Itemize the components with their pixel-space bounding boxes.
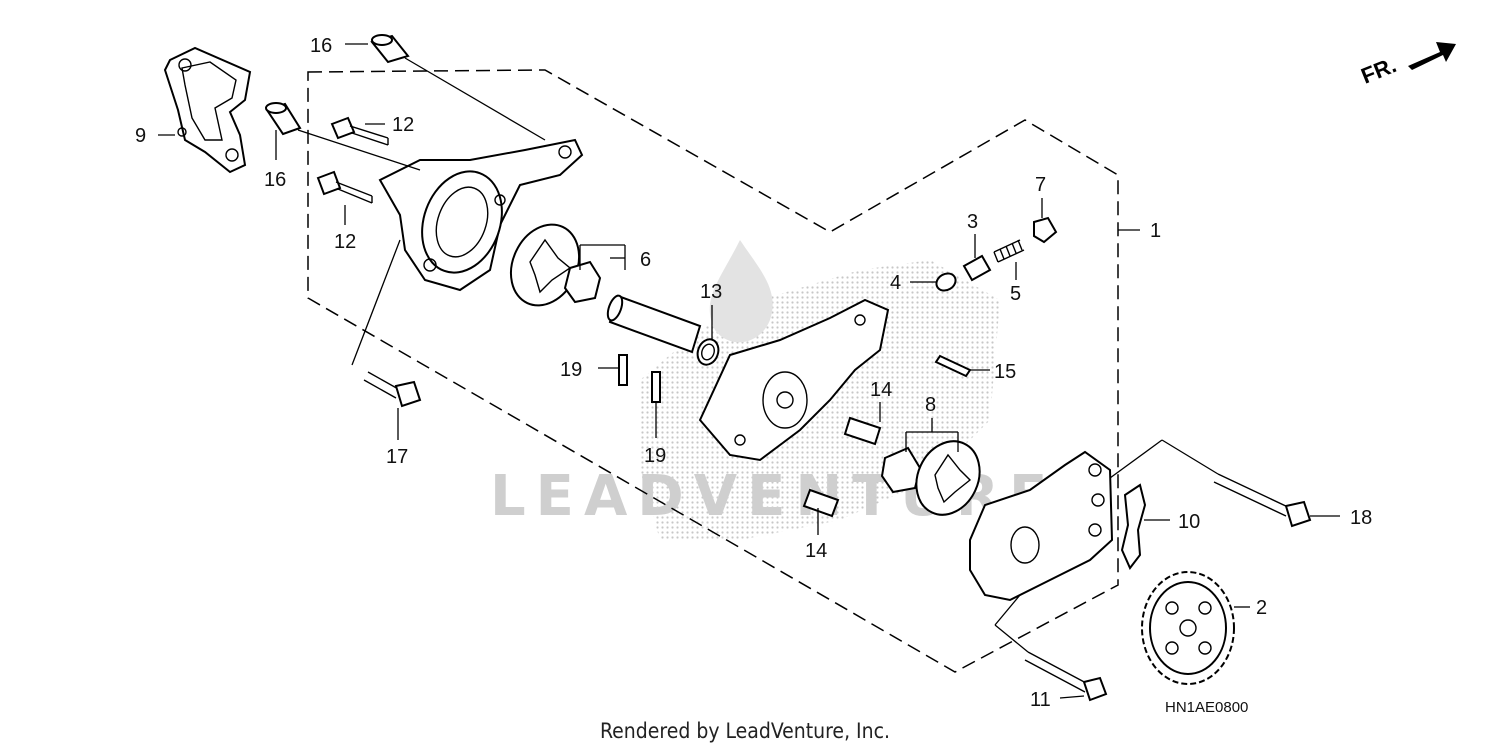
- leader-lines: [158, 43, 1340, 699]
- diagram-code: HN1AE0800: [1165, 699, 1248, 716]
- front-direction-label: FR.: [1358, 52, 1400, 88]
- callout-14-upper: 14: [870, 379, 892, 401]
- callout-17: 17: [386, 446, 408, 468]
- callout-11: 11: [1030, 689, 1051, 711]
- callout-3: 3: [967, 211, 978, 233]
- part-5-spring: [993, 239, 1025, 263]
- render-credit: Rendered by LeadVenture, Inc.: [600, 719, 890, 743]
- part-6-inner-rotor: [563, 260, 602, 304]
- callout-16-top: 16: [310, 35, 332, 57]
- part-14-dowel-lower: [802, 488, 840, 518]
- part-12-bolt-bottom: [316, 170, 373, 204]
- part-7-cap: [1033, 216, 1058, 244]
- part-14-dowel-upper: [843, 416, 882, 446]
- part-6-outer-rotor: [509, 223, 581, 307]
- callout-4: 4: [890, 272, 901, 294]
- callout-9: 9: [135, 125, 146, 147]
- part-10-gasket: [1120, 483, 1147, 570]
- part-2-driven-gear: [1141, 571, 1235, 685]
- callout-6: 6: [640, 249, 651, 271]
- callout-10: 10: [1178, 511, 1200, 533]
- part-9-plate: [163, 46, 252, 174]
- callout-12-top: 12: [392, 114, 414, 136]
- callout-18: 18: [1350, 507, 1372, 529]
- part-17-bolt: [363, 371, 422, 408]
- pump-body: [698, 298, 890, 462]
- callout-1: 1: [1150, 220, 1161, 242]
- part-16-dowel-left: [265, 102, 302, 136]
- part-19-pin-a: [618, 354, 628, 386]
- part-4-washer: [935, 272, 957, 292]
- part-15-pin: [934, 354, 972, 378]
- callout-8: 8: [925, 394, 936, 416]
- callout-19-left: 19: [560, 359, 582, 381]
- callout-13: 13: [700, 281, 722, 303]
- part-8-inner-rotor: [880, 446, 922, 494]
- pump-shaft: [606, 294, 702, 354]
- part-19-pin-b: [651, 371, 661, 403]
- part-11-bolt: [1024, 651, 1108, 702]
- part-18-bolt: [1213, 473, 1312, 528]
- callout-5: 5: [1010, 283, 1021, 305]
- assembly-outline: [307, 69, 1119, 673]
- part-16-dowel-top: [370, 34, 410, 64]
- callout-19-bottom: 19: [644, 445, 666, 467]
- pump-cover-housing: [378, 138, 584, 292]
- callout-12-bottom: 12: [334, 231, 356, 253]
- callout-15: 15: [994, 361, 1016, 383]
- callout-7: 7: [1035, 174, 1046, 196]
- callout-14-lower: 14: [805, 540, 827, 562]
- part-8-outer-rotor: [915, 440, 981, 516]
- part-12-bolt-top: [330, 116, 389, 146]
- part-3-relief-valve: [962, 254, 992, 282]
- callout-2: 2: [1256, 597, 1267, 619]
- pump-rear-cover: [969, 450, 1114, 602]
- callout-labels: 1 2 3 4 5 6 7 8 9 10 11 12 12 13 14 14 1…: [135, 35, 1372, 711]
- front-direction-arrow: FR.: [1358, 42, 1456, 89]
- callout-16-left: 16: [264, 169, 286, 191]
